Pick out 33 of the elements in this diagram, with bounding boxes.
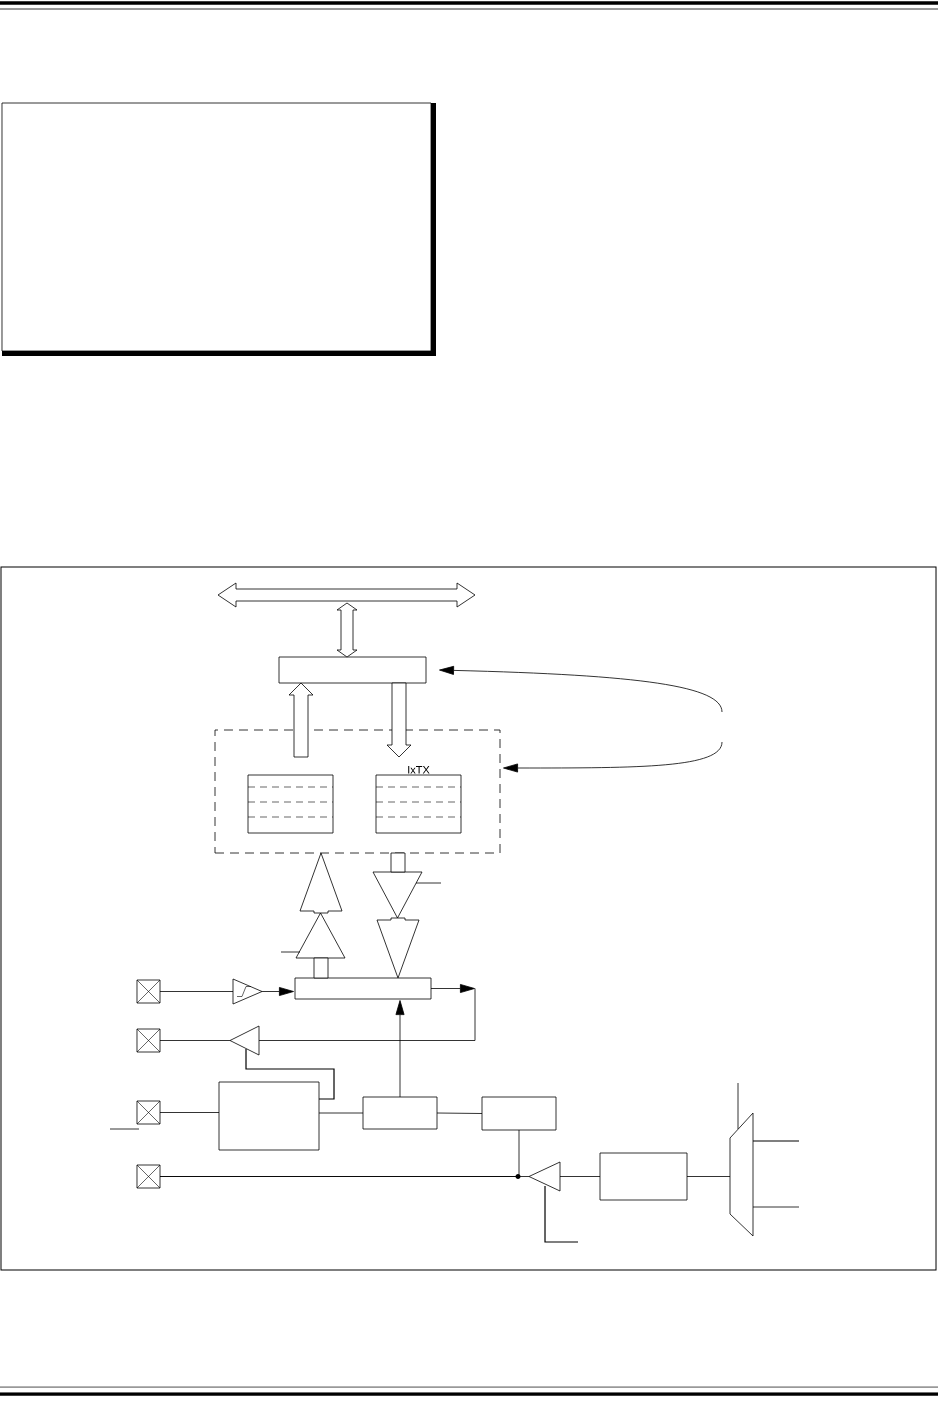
- data-arrow: [288, 682, 314, 758]
- buffer-symbol: [372, 871, 423, 919]
- arrow: [395, 1000, 405, 1098]
- pin-symbol: [136, 1164, 161, 1189]
- block-box: [362, 1096, 438, 1130]
- data-arrow: [299, 852, 343, 914]
- pin-symbol: [136, 1028, 161, 1053]
- arrow: [430, 984, 475, 993]
- schmitt-buffer-symbol: [232, 978, 263, 1005]
- pin-symbol: [136, 1100, 161, 1125]
- pin-symbol: [136, 979, 161, 1004]
- buffer-stack: IxTX: [375, 766, 462, 834]
- data-arrow: [386, 682, 412, 758]
- data-arrow: [336, 602, 358, 658]
- mux-symbol: [729, 1112, 754, 1237]
- shift-register-box: [294, 977, 432, 1000]
- bus-arrow: [217, 582, 476, 608]
- block-box: [599, 1152, 688, 1201]
- buffer-group: [214, 729, 501, 854]
- buffer-stack: [247, 774, 334, 834]
- buffer-symbol: [229, 1025, 260, 1056]
- block-box: [481, 1096, 557, 1131]
- data-arrow: [313, 957, 329, 979]
- data-arrow: [376, 917, 420, 979]
- arrow: [261, 987, 294, 996]
- arrow: [503, 741, 723, 773]
- buffer-symbol: [528, 1161, 561, 1192]
- block-box: [218, 1081, 320, 1151]
- arrow: [439, 665, 723, 713]
- register-box: [278, 656, 427, 684]
- node-label: IxTX: [408, 766, 430, 774]
- data-arrow: [390, 852, 406, 873]
- buffer-symbol: [295, 912, 346, 959]
